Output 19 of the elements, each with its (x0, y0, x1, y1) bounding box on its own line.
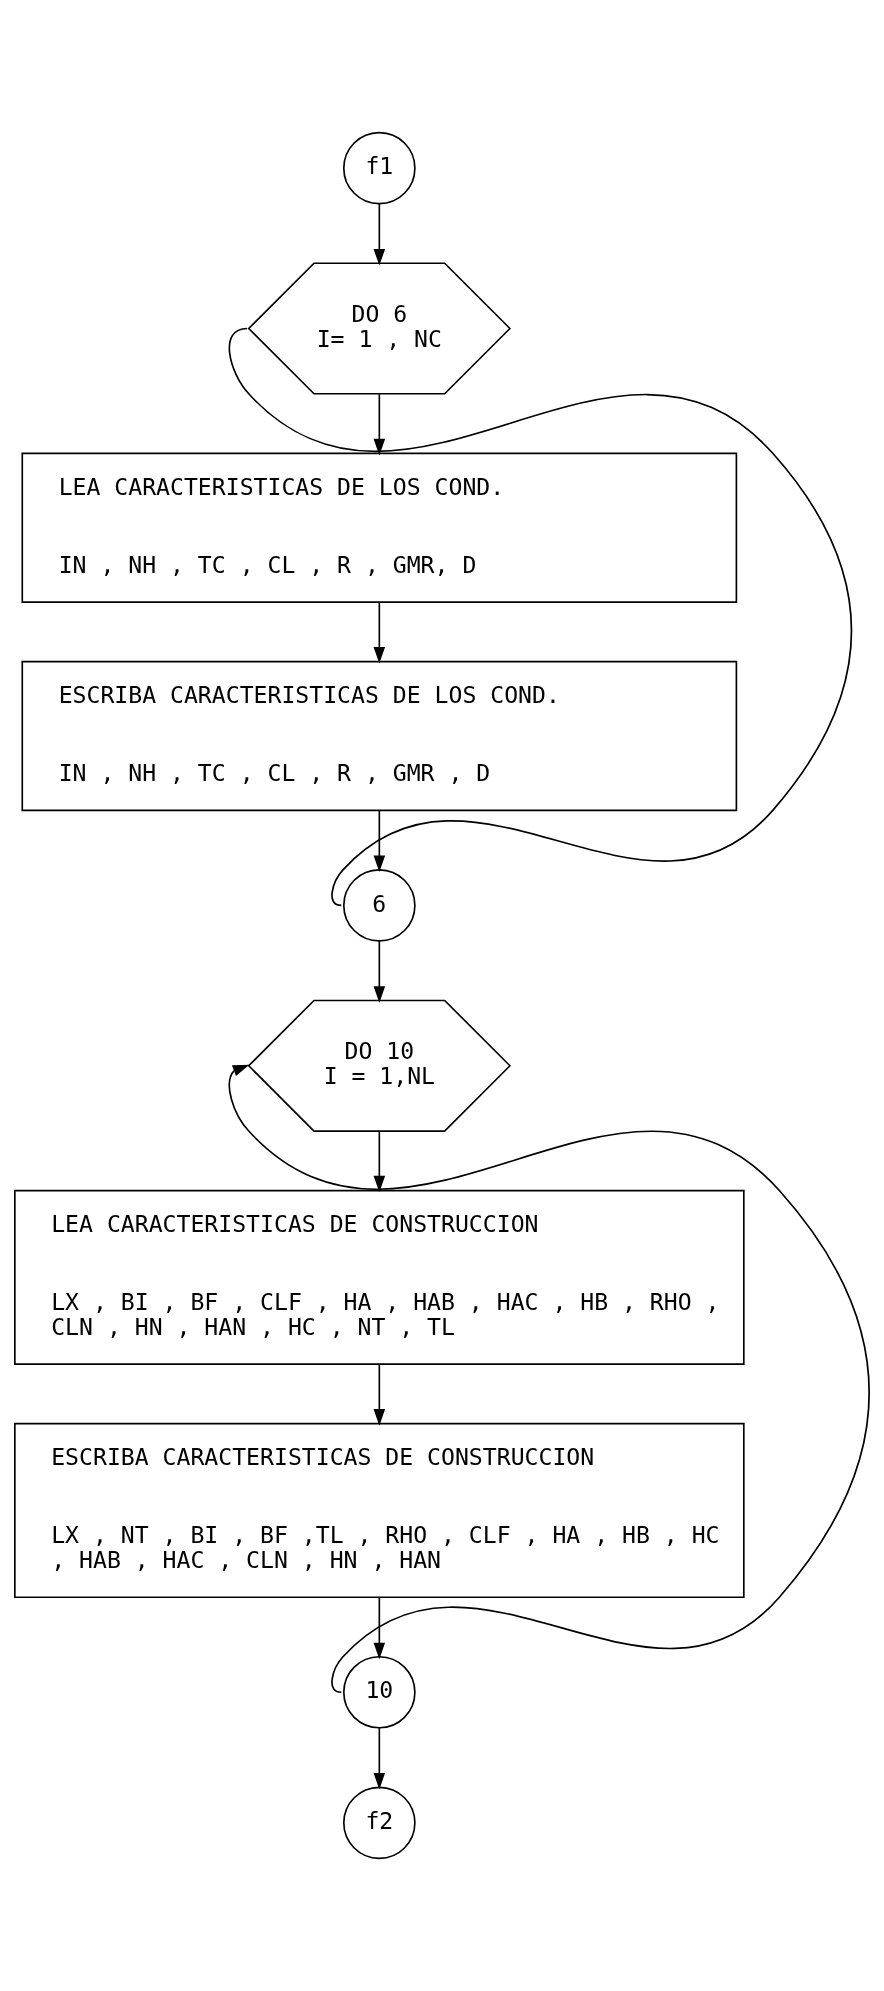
connector (228, 327, 853, 907)
arrow (373, 393, 386, 456)
arrow (373, 1727, 386, 1790)
arrow (373, 1363, 386, 1426)
arrow (373, 940, 386, 1003)
arrow (373, 601, 386, 664)
arrow (373, 203, 386, 266)
node-circle: f1 (342, 131, 416, 205)
arrow (228, 1064, 870, 1694)
node-box: ESCRIBA CARACTERISTICAS DE LOS COND. IN , NH , TC , CL , R , GMR , D (21, 660, 738, 812)
arrow (373, 809, 386, 873)
node-circle: 10 (342, 1655, 416, 1729)
node-circle: f2 (342, 1786, 416, 1860)
node-box: LEA CARACTERISTICAS DE CONSTRUCCION LX , BI , BF , CLF , HA , HAB , HAC , HB , RHO , CLN , HN , HAN , HC , NT , TL (14, 1189, 745, 1365)
node-box: LEA CARACTERISTICAS DE LOS COND. IN , NH , TC , CL , R , GMR, D (21, 452, 738, 603)
node-circle: 6 (342, 869, 416, 942)
arrow (373, 1596, 386, 1660)
node-box: ESCRIBA CARACTERISTICAS DE CONSTRUCCION LX , NT , BI , BF ,TL , RHO , CLF , HA , HB , HC , HAB , HAC , CLN , HN , HAN (14, 1422, 745, 1599)
arrow (373, 1130, 386, 1193)
